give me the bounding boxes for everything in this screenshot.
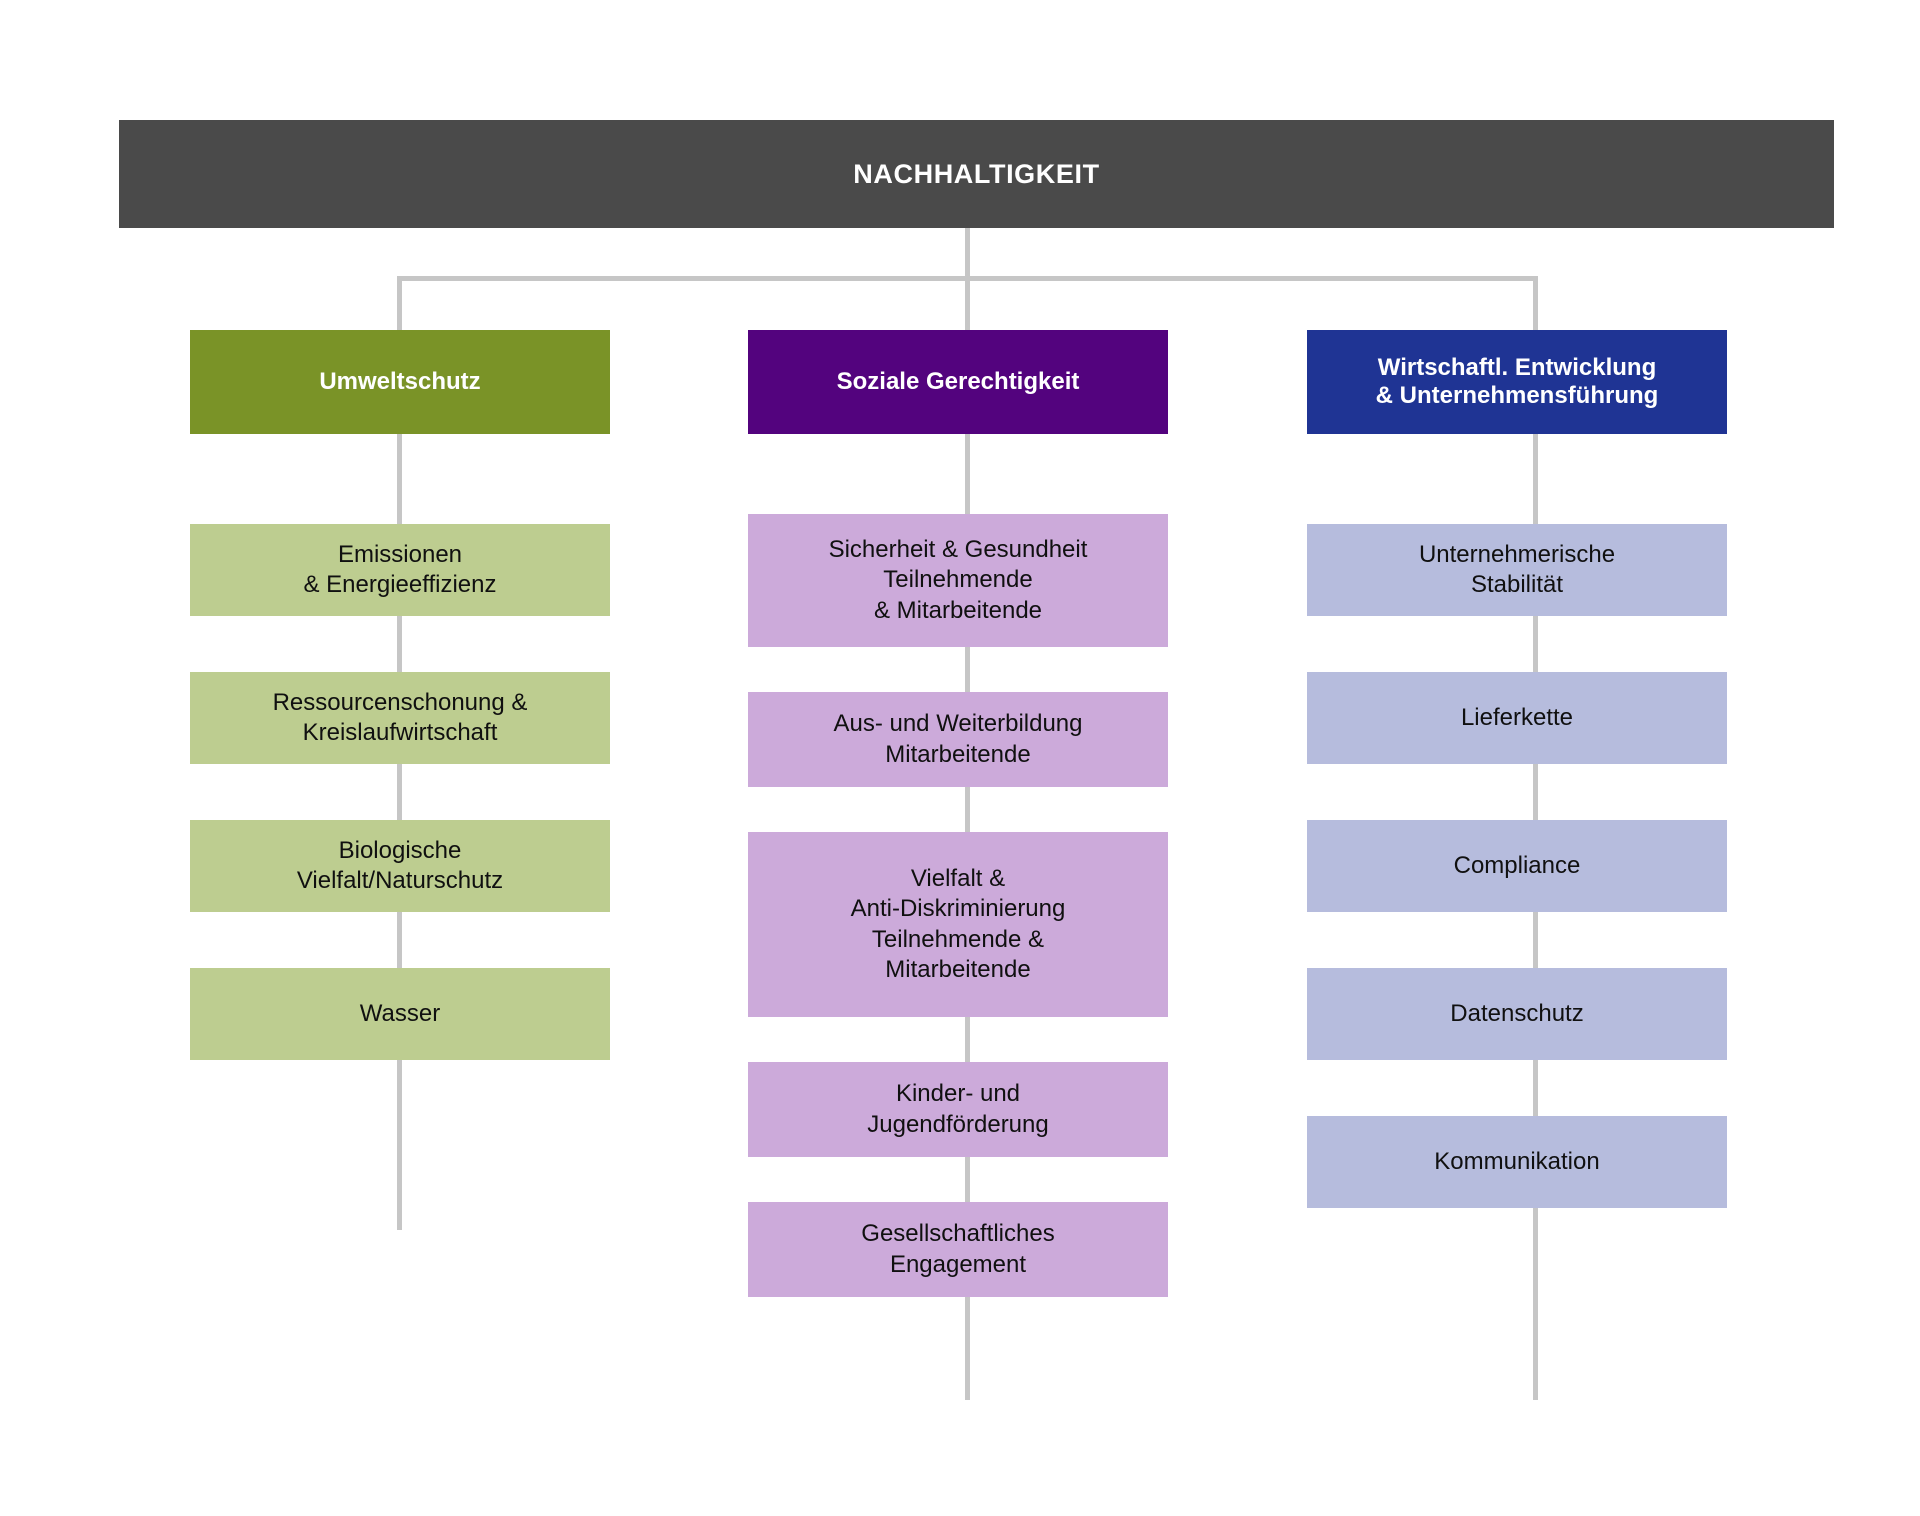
branch-header-social-label: Soziale Gerechtigkeit (836, 367, 1080, 395)
item-wasser[interactable]: Wasser (190, 968, 610, 1060)
gap (748, 1157, 1168, 1202)
item-label: Compliance (1453, 851, 1581, 879)
connector-drop-governance (1533, 276, 1538, 332)
item-label: Kommunikation (1434, 1147, 1600, 1175)
branch-column-social: Soziale Gerechtigkeit Sicherheit & Gesun… (748, 330, 1168, 1297)
item-label: Ressourcenschonung &Kreislaufwirtschaft (272, 688, 528, 746)
item-label: Wasser (359, 999, 441, 1027)
connector-root-stem (965, 228, 970, 278)
item-datenschutz[interactable]: Datenschutz (1307, 968, 1727, 1060)
root-node-nachhaltigkeit[interactable]: NACHHALTIGKEIT (119, 120, 1834, 228)
gap (748, 434, 1168, 514)
connector-spine-environment (397, 330, 402, 1230)
connector-drop-social (965, 276, 970, 332)
branch-column-governance: Wirtschaftl. Entwicklung& Unternehmensfü… (1307, 330, 1727, 1208)
gap (1307, 912, 1727, 968)
gap (190, 912, 610, 968)
gap (1307, 616, 1727, 672)
gap (748, 1017, 1168, 1062)
item-label: Emissionen& Energieeffizienz (303, 540, 497, 598)
item-compliance[interactable]: Compliance (1307, 820, 1727, 912)
branch-column-environment: Umweltschutz Emissionen& Energieeffizien… (190, 330, 610, 1060)
connector-drop-environment (397, 276, 402, 332)
branch-header-social[interactable]: Soziale Gerechtigkeit (748, 330, 1168, 434)
gap (190, 616, 610, 672)
item-label: Lieferkette (1460, 703, 1574, 731)
branch-header-environment-label: Umweltschutz (319, 367, 481, 395)
gap (190, 764, 610, 820)
gap (748, 647, 1168, 692)
gap (190, 434, 610, 524)
gap (748, 787, 1168, 832)
item-lieferkette[interactable]: Lieferkette (1307, 672, 1727, 764)
branch-header-environment[interactable]: Umweltschutz (190, 330, 610, 434)
item-label: Datenschutz (1450, 999, 1584, 1027)
item-emissionen-energieeffizienz[interactable]: Emissionen& Energieeffizienz (190, 524, 610, 616)
gap (1307, 764, 1727, 820)
gap (1307, 434, 1727, 524)
item-ressourcenschonung-kreislaufwirtschaft[interactable]: Ressourcenschonung &Kreislaufwirtschaft (190, 672, 610, 764)
branch-header-governance[interactable]: Wirtschaftl. Entwicklung& Unternehmensfü… (1307, 330, 1727, 434)
item-kommunikation[interactable]: Kommunikation (1307, 1116, 1727, 1208)
branch-header-governance-label: Wirtschaftl. Entwicklung& Unternehmensfü… (1375, 353, 1659, 409)
root-node-label: NACHHALTIGKEIT (853, 158, 1100, 189)
gap (1307, 1060, 1727, 1116)
